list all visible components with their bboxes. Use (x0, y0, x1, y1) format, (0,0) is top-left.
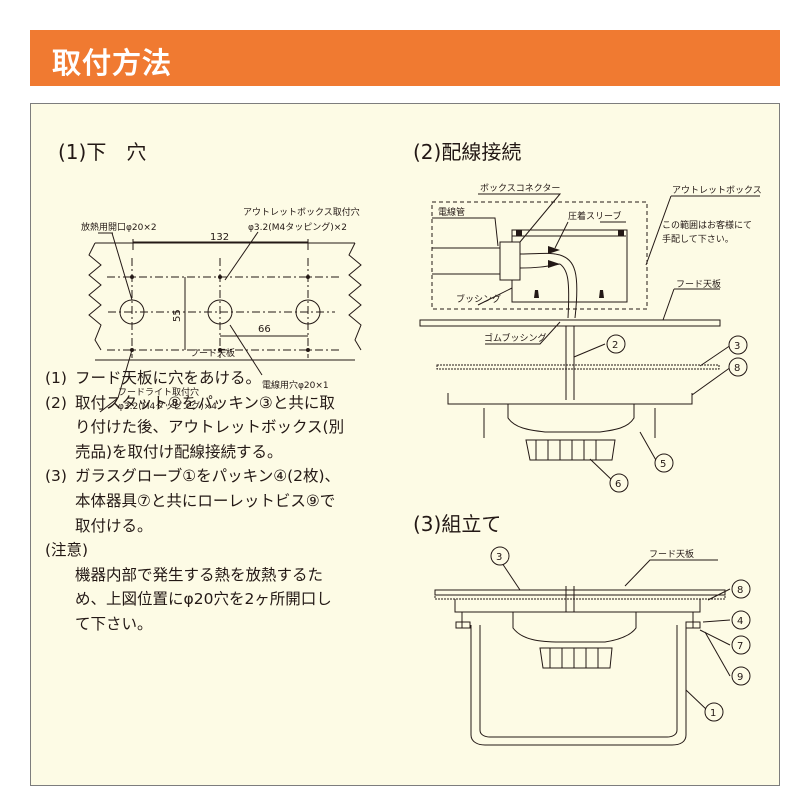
label-wire-hole: 電線用穴φ20×1 (262, 379, 329, 391)
badge-2: 2 (612, 340, 618, 351)
badge-1: 1 (710, 708, 716, 719)
label-bushing: ブッシング (456, 293, 501, 305)
badge-4: 4 (737, 616, 743, 627)
label-outlet-hole-2: φ3.2(M4タッピング)×2 (248, 221, 347, 233)
step-number: (3) (45, 467, 67, 486)
label-rubber-bushing: ゴムブッシング (484, 332, 546, 344)
badge-8b: 8 (737, 585, 743, 596)
badge-6: 6 (615, 479, 621, 490)
step-1: (1) フード天板に穴をあける。 (45, 366, 345, 391)
content-panel (30, 103, 780, 786)
notes-title: (注意) (45, 541, 89, 560)
label-light-hole-1: フードライト取付穴 (118, 386, 199, 398)
badge-3: 3 (734, 341, 740, 352)
section2-title: (2)配線接続 (413, 140, 522, 164)
step-text: フード天板に穴をあける。 (75, 369, 262, 387)
step-number: (1) (45, 369, 67, 387)
label-hood-panel-1: フード天板 (190, 347, 235, 359)
label-box-connector: ボックスコネクター (480, 183, 560, 194)
label-sleeve: 圧着スリーブ (568, 210, 621, 222)
label-outlet-box: アウトレットボックス (672, 185, 762, 196)
label-conduit: 電線管 (438, 206, 465, 218)
label-dim-132: 132 (210, 232, 229, 243)
header-bar: 取付方法 (30, 30, 780, 86)
notes-block: (注意) 機器内部で発生する熱を放熱するため、上図位置にφ20穴を2ヶ所開口して… (45, 538, 345, 636)
label-outlet-hole-1: アウトレットボックス取付穴 (243, 206, 360, 218)
step-number: (2) (45, 393, 67, 412)
label-hood-panel-2: フード天板 (676, 278, 721, 290)
step-2: (2) 取付スタット⑧をパッキン③と共に取り付けた後、アウトレットボックス(別売… (45, 391, 345, 465)
step-3: (3) ガラスグローブ①をパッキン④(2枚)、本体器具⑦と共にローレットビス⑨で… (45, 464, 345, 538)
instruction-list: (1) フード天板に穴をあける。 (2) 取付スタット⑧をパッキン③と共に取り付… (45, 366, 345, 637)
label-dim-55: 55 (172, 309, 183, 322)
page-title: 取付方法 (52, 46, 173, 80)
notes-text: 機器内部で発生する熱を放熱するため、上図位置にφ20穴を2ヶ所開口して下さい。 (75, 565, 332, 633)
label-note-1: この範囲はお客様にて (662, 219, 752, 231)
label-hood-panel-3: フード天板 (649, 548, 694, 560)
badge-3b: 3 (496, 552, 502, 563)
badge-5: 5 (660, 459, 666, 470)
step-text: ガラスグローブ①をパッキン④(2枚)、本体器具⑦と共にローレットビス⑨で取付ける… (75, 467, 341, 535)
badge-7: 7 (737, 641, 743, 652)
label-dim-66: 66 (258, 324, 271, 335)
step-text: 取付スタット⑧をパッキン③と共に取り付けた後、アウトレットボックス(別売品)を取… (75, 393, 345, 461)
badge-9: 9 (737, 672, 743, 683)
label-note-2: 手配して下さい。 (662, 233, 734, 245)
section1-title: (1)下 穴 (58, 140, 147, 164)
badge-8: 8 (734, 363, 740, 374)
section3-title: (3)組立て (413, 512, 502, 536)
label-heat-hole: 放熱用開口φ20×2 (81, 221, 157, 233)
label-light-hole-2: φ3.2(M4タッピング)×4 (118, 400, 217, 412)
